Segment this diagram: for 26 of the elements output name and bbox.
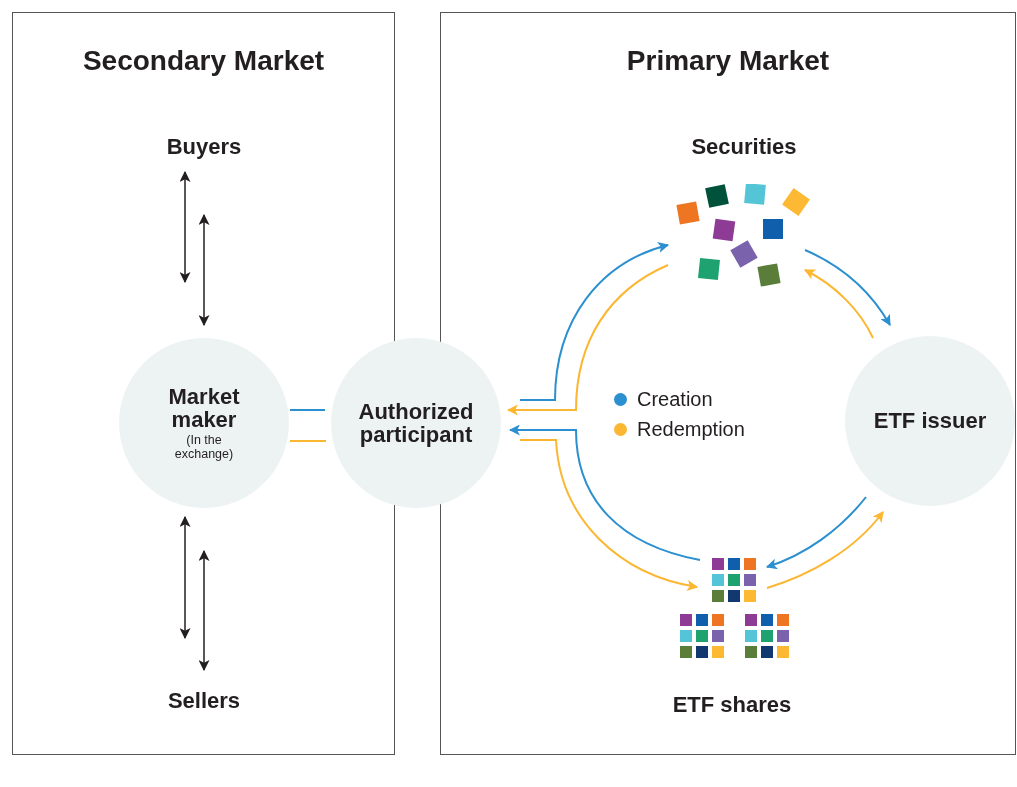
arrow — [804, 269, 874, 339]
connector-line — [289, 440, 327, 442]
arrow — [766, 511, 884, 589]
circle-label: Authorized participant — [357, 399, 475, 447]
arrow — [519, 439, 699, 591]
connector-line — [289, 409, 326, 411]
arrow — [506, 264, 669, 416]
arrow — [508, 424, 701, 561]
circle-label: Market maker — [167, 384, 241, 431]
arrow — [519, 242, 670, 401]
arrow — [179, 170, 191, 284]
legend-label: Redemption — [637, 418, 745, 441]
node-label: Sellers — [141, 688, 267, 720]
arrow — [198, 213, 210, 327]
legend-label: Creation — [637, 388, 713, 411]
arrow — [804, 249, 891, 326]
panel-title: Secondary Market — [81, 45, 326, 77]
circle-note: (In the exchange) — [173, 433, 235, 462]
circle-label: ETF issuer — [873, 409, 987, 433]
node-label: ETF shares — [671, 692, 793, 718]
node-label: Securities — [690, 134, 798, 160]
arrow — [765, 496, 867, 569]
arrow — [198, 549, 210, 672]
node-label: Buyers — [141, 134, 267, 166]
arrow — [179, 515, 191, 640]
panel-title: Primary Market — [625, 45, 831, 77]
